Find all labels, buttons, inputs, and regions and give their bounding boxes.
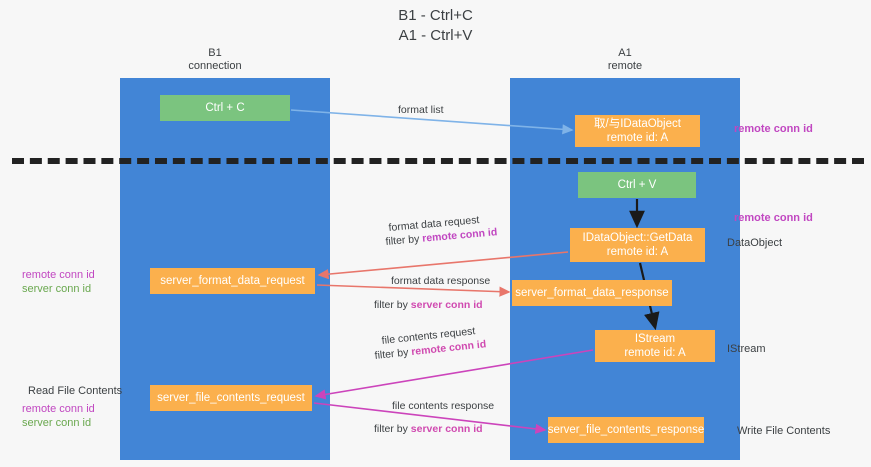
- annotation-remote-conn-id: remote conn id: [22, 269, 95, 281]
- lane-header-a1: A1 remote: [607, 47, 643, 72]
- annotation-istream: IStream: [727, 343, 766, 355]
- page-title: B1 - Ctrl+C A1 - Ctrl+V: [398, 7, 473, 44]
- filter-prefix: filter by: [374, 299, 411, 311]
- node-ctrl-v[interactable]: Ctrl + V: [578, 172, 696, 198]
- node-ctrl-c[interactable]: Ctrl + C: [160, 95, 290, 121]
- filter-prefix: filter by: [374, 423, 411, 435]
- node-server-file-contents-response[interactable]: server_file_contents_response: [548, 417, 704, 443]
- node-idataobject[interactable]: 取/与IDataObject remote id: A: [575, 115, 700, 147]
- annotation-remote-conn-id-top: remote conn id: [734, 123, 813, 135]
- annotation-server-conn-id: server conn id: [22, 283, 92, 295]
- filter-value: server conn id: [410, 423, 483, 435]
- annotation-write-file-contents: Write File Contents: [737, 425, 831, 437]
- node-server-file-contents-request[interactable]: server_file_contents_request: [150, 385, 312, 411]
- node-server-format-data-response[interactable]: server_format_data_response: [512, 280, 672, 306]
- edge-label-file-contents-response-filter: filter by server conn id: [374, 422, 483, 436]
- annotation-remote-conn-id-mid: remote conn id: [734, 212, 813, 224]
- edge-label-format-data-response-filter: filter by server conn id: [374, 298, 483, 312]
- node-idataobject-getdata[interactable]: IDataObject::GetData remote id: A: [570, 228, 705, 262]
- filter-prefix: filter by: [374, 346, 412, 362]
- edge-label-format-list: format list: [398, 104, 444, 116]
- lane-header-b1: B1 connection: [188, 47, 242, 72]
- annotation-server-conn-id: server conn id: [22, 417, 92, 429]
- annotation-left-conn-ids-file: remote conn id server conn id: [22, 402, 95, 430]
- annotation-remote-conn-id: remote conn id: [22, 403, 95, 415]
- annotation-dataobject: DataObject: [727, 237, 783, 249]
- node-server-format-data-request[interactable]: server_format_data_request: [150, 268, 315, 294]
- node-istream[interactable]: IStream remote id: A: [595, 330, 715, 362]
- filter-prefix: filter by: [385, 232, 423, 248]
- annotation-read-file-contents: Read File Contents: [28, 385, 123, 397]
- edge-label-file-contents-response: file contents response: [392, 400, 495, 412]
- annotation-left-conn-ids-format: remote conn id server conn id: [22, 268, 95, 296]
- filter-value: server conn id: [410, 299, 483, 311]
- edge-label-format-data-response: format data response: [391, 275, 491, 287]
- phase-separator: [12, 158, 864, 164]
